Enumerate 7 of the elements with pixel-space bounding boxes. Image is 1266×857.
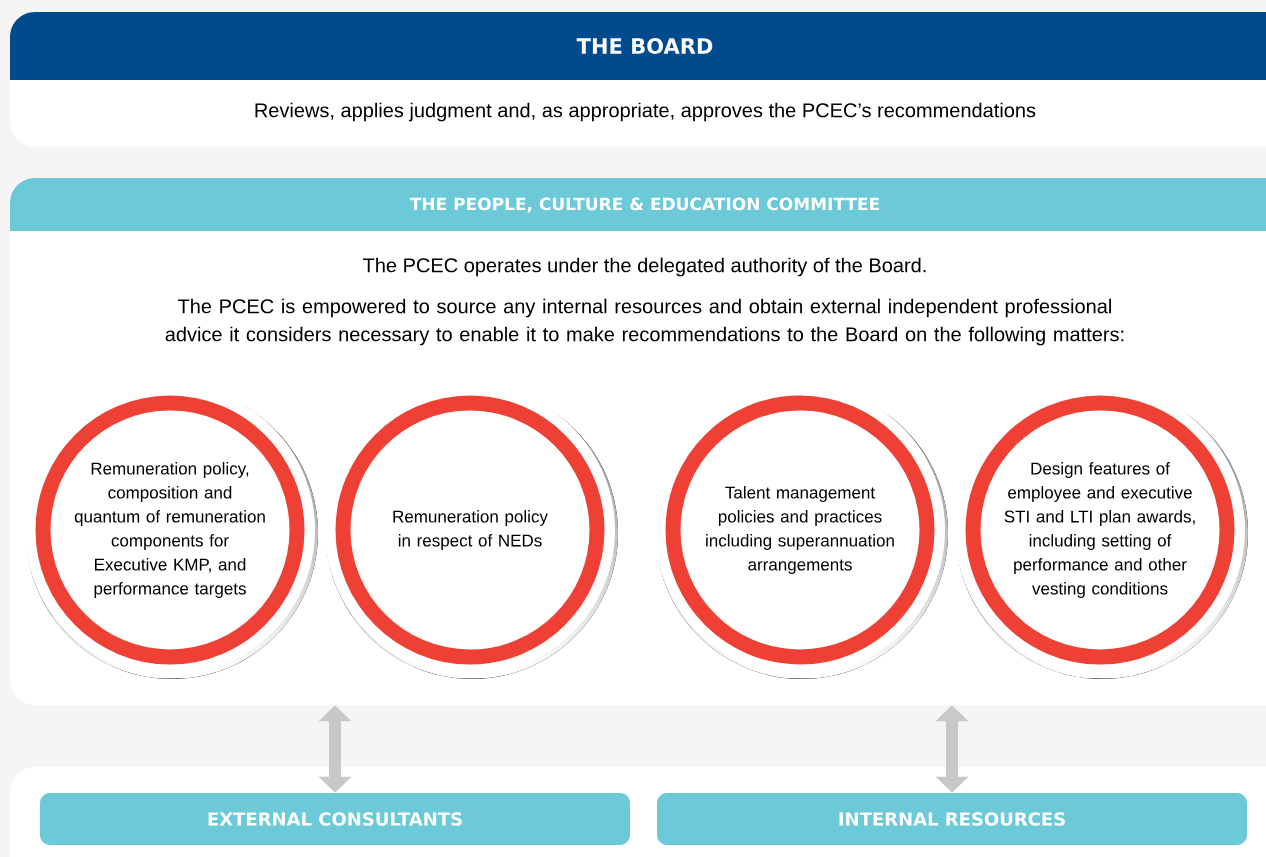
panel-title: THE BOARD [576,38,713,54]
body-text: Reviews, applies judgment and, as appropriate, approves the PCEC’s recommendations [255,102,1036,122]
label-box: INTERNAL RESOURCES [657,793,1247,845]
body-text: The PCEC operates under the delegated authority of the Board. [363,257,926,277]
label-box: EXTERNAL CONSULTANTS [40,793,630,845]
body-text: The PCEC is empowered to source any internal resources and obtain external independent professional advice it considers necessary to enable it to make recommendations to the Board on the following matters: [165,298,1124,346]
panel-title: THE PEOPLE, CULTURE & EDUCATION COMMITTEE [409,197,879,213]
